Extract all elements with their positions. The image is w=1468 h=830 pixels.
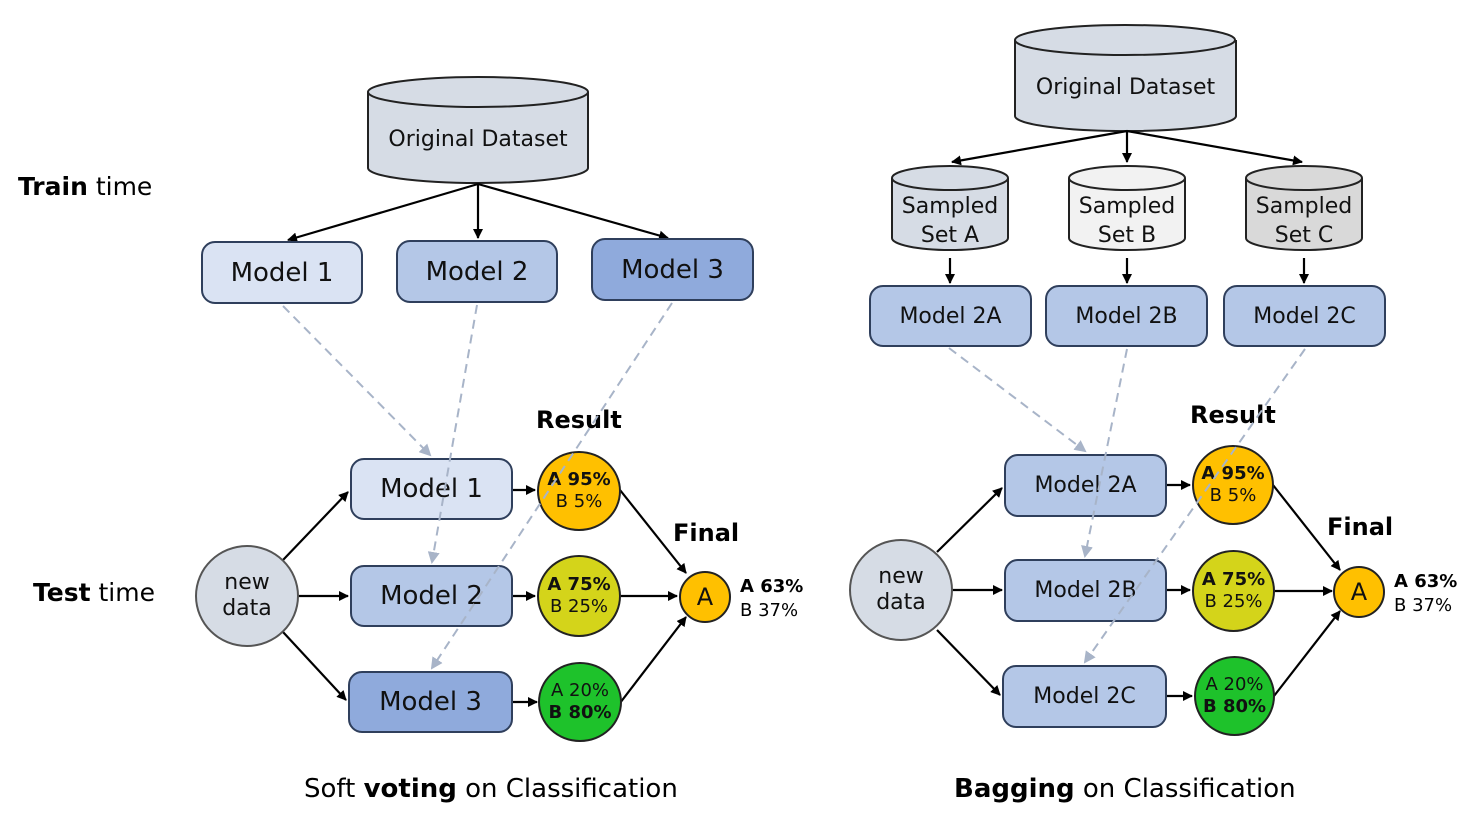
right-test-model-2c: Model 2C [1002,665,1167,728]
right-train-model-2c: Model 2C [1223,285,1386,347]
right-result-1: A 95%B 5% [1192,445,1274,525]
right-test-model-2b: Model 2B [1004,559,1167,622]
left-result-3: A 20%B 80% [538,662,622,742]
left-result-heading: Result [536,406,622,434]
left-test-model-1: Model 1 [350,458,513,520]
right-final-percentages: A 63% B 37% [1394,571,1458,617]
right-result-3: A 20%B 80% [1194,656,1275,736]
left-final-node: A [679,571,731,623]
right-final-heading: Final [1327,513,1394,541]
left-result-1: A 95%B 5% [537,451,621,531]
left-caption: Soft voting on Classification [304,774,678,804]
right-train-model-2a: Model 2A [869,285,1032,347]
sampled-set-c-cylinder [1245,165,1363,251]
train-time-label: Train time [18,172,153,201]
right-caption: Bagging on Classification [954,774,1296,804]
left-result-2: A 75%B 25% [537,555,621,637]
right-dataset-cylinder [1014,24,1237,133]
sampled-set-b-cylinder [1068,165,1186,251]
right-dataset-label: Original Dataset [1035,75,1216,100]
right-train-model-2b: Model 2B [1045,285,1208,347]
left-final-percentages: A 63% B 37% [740,576,804,622]
left-dataset-cylinder [367,76,589,184]
sampled-set-a-cylinder [891,165,1009,251]
left-test-model-2: Model 2 [350,565,513,627]
left-train-model-2: Model 2 [396,240,558,303]
left-test-model-3: Model 3 [348,671,513,733]
right-result-heading: Result [1190,401,1276,429]
right-final-node: A [1333,566,1385,618]
left-train-model-1: Model 1 [201,241,363,304]
test-time-label: Test time [33,578,155,607]
right-test-model-2a: Model 2A [1004,454,1167,517]
left-train-model-3: Model 3 [591,238,754,301]
right-result-2: A 75%B 25% [1192,550,1275,632]
left-dataset-label: Original Dataset [388,127,568,152]
left-final-heading: Final [673,519,740,547]
